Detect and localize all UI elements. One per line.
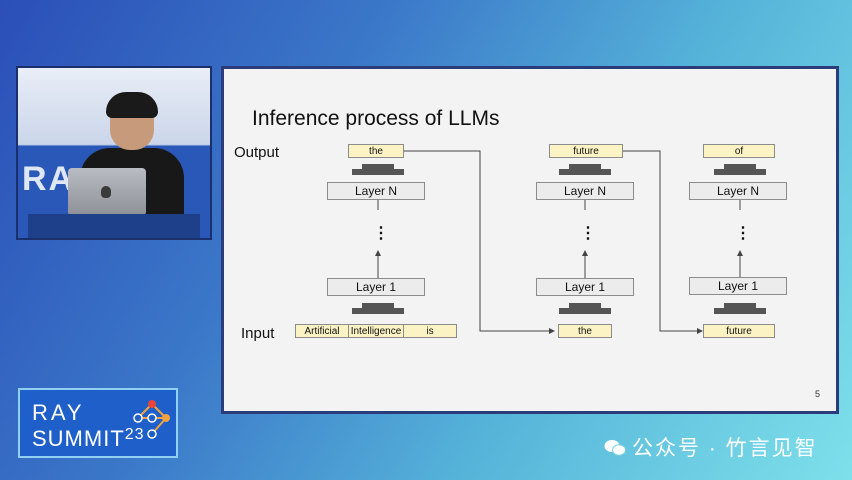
- logo-summit-word: SUMMIT: [32, 426, 125, 451]
- input-token: Artificial: [295, 324, 349, 338]
- logo-text-ray: RAY: [32, 400, 85, 425]
- apple-icon: [101, 186, 111, 198]
- logo-year: 23: [124, 426, 145, 443]
- layers-ellipsis: ⋮: [373, 225, 389, 242]
- wechat-icon: [604, 440, 626, 456]
- input-token: Intelligence: [348, 324, 404, 338]
- input-token: future: [703, 324, 775, 338]
- presentation-slide: Inference process of LLMs Output Input t…: [221, 66, 839, 414]
- laptop: [68, 168, 146, 216]
- ray-summit-logo: RAY SUMMIT23: [18, 388, 178, 458]
- slide-page-number: 5: [814, 389, 820, 399]
- layer-n-box: Layer N: [536, 182, 634, 200]
- flow-arrows: [352, 150, 766, 334]
- speaker-video: RA S: [16, 66, 212, 240]
- wechat-watermark: 公众号 · 竹言见智: [604, 432, 818, 462]
- layer-n-box: Layer N: [689, 182, 787, 200]
- ray-network-icon: [133, 400, 170, 439]
- output-token: future: [549, 144, 623, 158]
- speaker-hair: [106, 92, 158, 118]
- layer-1-box: Layer 1: [689, 277, 787, 295]
- layers-ellipsis: ⋮: [580, 225, 596, 242]
- output-token: the: [348, 144, 404, 158]
- layers-ellipsis: ⋮: [735, 225, 751, 242]
- layer-1-box: Layer 1: [327, 278, 425, 296]
- layer-1-box: Layer 1: [536, 278, 634, 296]
- podium: [28, 214, 200, 238]
- input-token: the: [558, 324, 612, 338]
- output-token: of: [703, 144, 775, 158]
- logo-text-summit: SUMMIT23: [32, 426, 145, 452]
- watermark-text: 公众号 · 竹言见智: [632, 437, 818, 460]
- output-label: Output: [234, 144, 280, 161]
- input-token: is: [403, 324, 457, 338]
- layer-n-box: Layer N: [327, 182, 425, 200]
- input-label: Input: [241, 325, 275, 342]
- slide-title: Inference process of LLMs: [252, 107, 500, 130]
